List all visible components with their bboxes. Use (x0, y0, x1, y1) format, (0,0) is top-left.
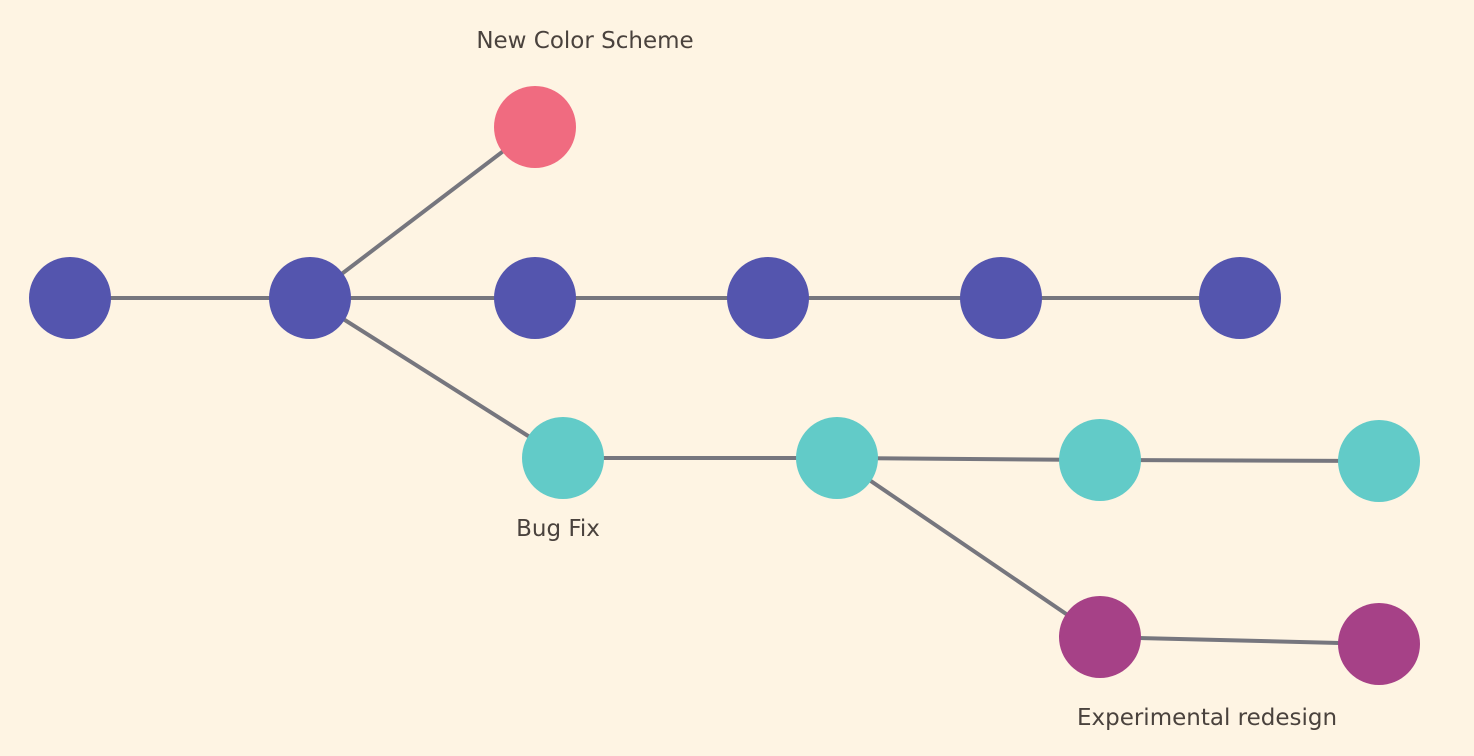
commit-node-f1 (494, 86, 576, 168)
label-new-color-scheme: New Color Scheme (476, 28, 694, 54)
label-bug-fix: Bug Fix (516, 516, 600, 542)
commit-node-m3 (494, 257, 576, 339)
commit-node-e2 (1338, 603, 1420, 685)
commit-node-b2 (796, 417, 878, 499)
commit-node-b3 (1059, 419, 1141, 501)
commit-node-b1 (522, 417, 604, 499)
commit-node-m6 (1199, 257, 1281, 339)
commit-node-m4 (727, 257, 809, 339)
edge-e1-e2 (1099, 635, 1380, 646)
label-experimental-redesign: Experimental redesign (1076, 705, 1338, 731)
commit-node-m5 (960, 257, 1042, 339)
commits-layer (29, 86, 1420, 685)
edge-b2-b3 (836, 456, 1101, 462)
edge-m2-b1 (308, 296, 565, 460)
edge-b2-e1 (835, 456, 1102, 639)
edge-b3-b4 (1099, 458, 1380, 463)
commit-node-e1 (1059, 596, 1141, 678)
edge-m2-f1 (308, 125, 537, 300)
edges-layer (70, 125, 1380, 646)
commit-node-m2 (269, 257, 351, 339)
commit-node-m1 (29, 257, 111, 339)
commit-node-b4 (1338, 420, 1420, 502)
